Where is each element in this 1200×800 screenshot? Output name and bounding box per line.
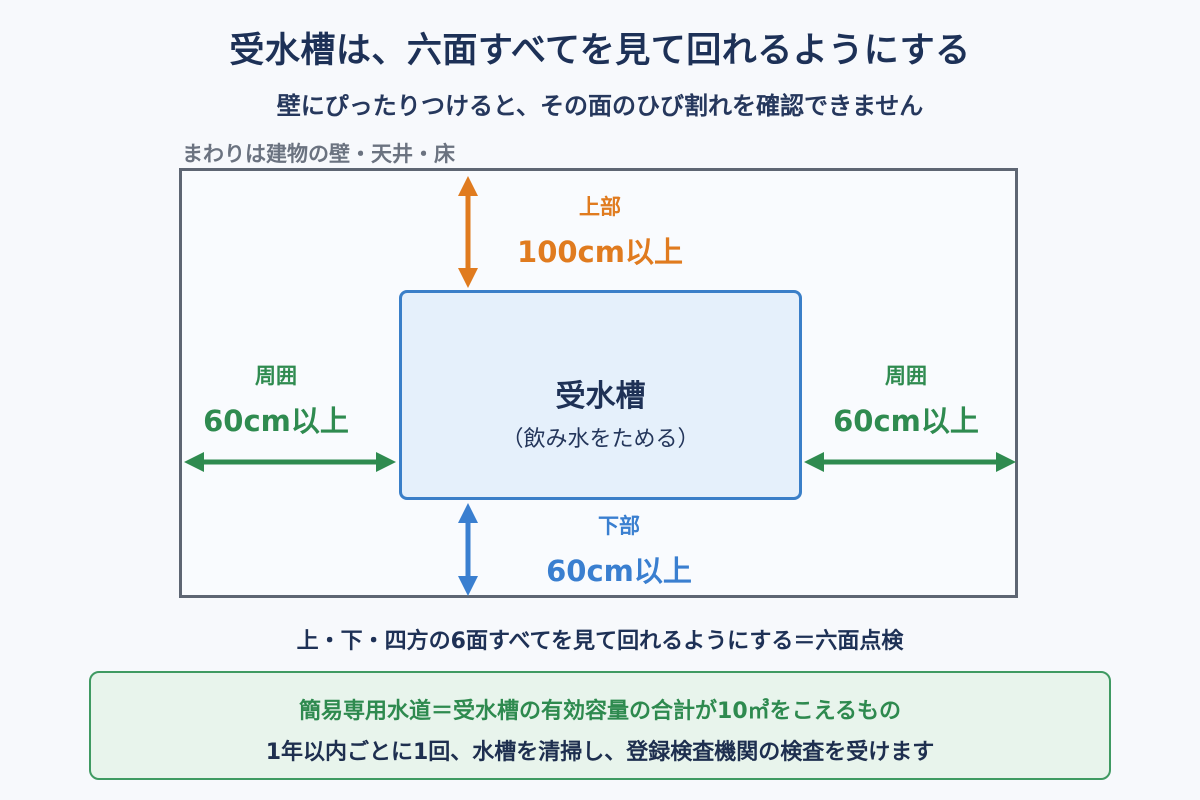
- right-clearance-value: 60cm以上: [833, 404, 979, 438]
- note-definition: 簡易専用水道＝受水槽の有効容量の合計が10㎥をこえるもの: [299, 699, 901, 724]
- note-box: 簡易専用水道＝受水槽の有効容量の合計が10㎥をこえるもの 1年以内ごとに1回、水…: [89, 671, 1111, 780]
- note-requirement: 1年以内ごとに1回、水槽を清掃し、登録検査機関の検査を受けます: [265, 740, 935, 765]
- surround-label: まわりは建物の壁・天井・床: [182, 142, 455, 166]
- left-clearance-value: 60cm以上: [203, 404, 349, 438]
- top-clearance-label: 上部 100cm以上: [495, 191, 705, 271]
- top-clearance-value: 100cm以上: [517, 235, 683, 269]
- top-clearance-head: 上部: [579, 195, 621, 219]
- bottom-clearance-head: 下部: [598, 514, 640, 538]
- page-title: 受水槽は、六面すべてを見て回れるようにする: [229, 31, 971, 71]
- summary-text: 上・下・四方の6面すべてを見て回れるようにする＝六面点検: [296, 629, 904, 654]
- page-subtitle: 壁にぴったりつけると、その面のひび割れを確認できません: [276, 92, 924, 120]
- right-clearance-label: 周囲 60cm以上: [806, 360, 1006, 440]
- right-clearance-head: 周囲: [885, 364, 927, 388]
- tank-description: （飲み水をためる）: [501, 427, 700, 452]
- bottom-clearance-value: 60cm以上: [546, 554, 692, 588]
- tank-name: 受水槽: [555, 379, 646, 414]
- water-tank: 受水槽 （飲み水をためる）: [399, 290, 802, 500]
- bottom-clearance-label: 下部 60cm以上: [514, 510, 724, 590]
- left-clearance-head: 周囲: [255, 364, 297, 388]
- left-clearance-label: 周囲 60cm以上: [176, 360, 376, 440]
